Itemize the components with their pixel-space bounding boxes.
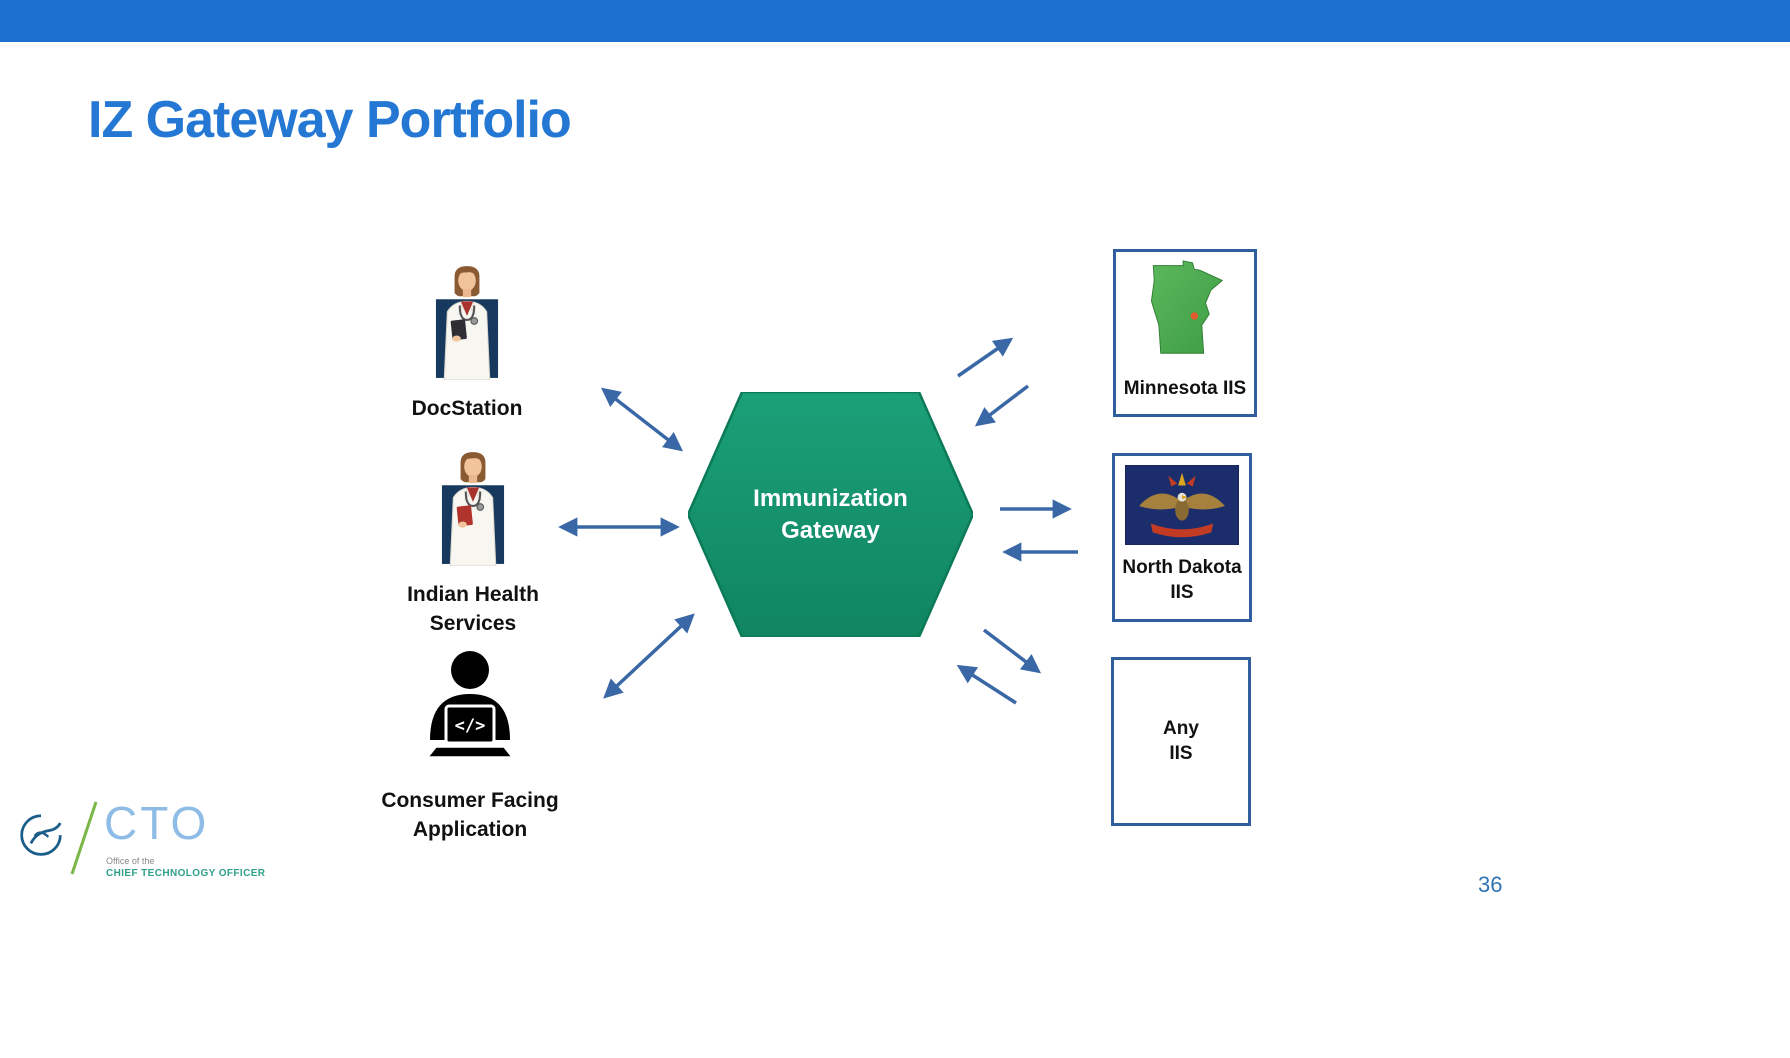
node-docstation: DocStation <box>392 262 542 424</box>
logo-slash-icon <box>68 800 98 881</box>
node-label: DocStation <box>411 397 523 420</box>
box-label: Minnesota IIS <box>1123 378 1247 400</box>
node-indian-health-services: Indian Health Services <box>380 448 566 639</box>
hexagon-shape <box>688 392 973 637</box>
cto-logo-text: CTO <box>104 797 210 849</box>
north-dakota-flag-icon <box>1124 464 1240 550</box>
female-doctor-icon <box>429 262 505 385</box>
top-accent-bar <box>0 0 1790 42</box>
node-label: Indian Health Services <box>407 583 539 635</box>
chief-technology-officer-label: CHIEF TECHNOLOGY OFFICER <box>106 868 266 879</box>
svg-text:</>: </> <box>455 716 486 736</box>
female-doctor-icon <box>435 448 511 571</box>
minnesota-iis-box: Minnesota IIS <box>1113 249 1257 417</box>
north-dakota-iis-box: North Dakota IIS <box>1112 453 1252 622</box>
any-iis-box: Any IIS <box>1111 657 1251 826</box>
hhs-logo-icon <box>18 812 64 865</box>
person-laptop-code-icon: </> <box>418 646 522 777</box>
box-label: North Dakota IIS <box>1122 557 1242 603</box>
hhs-cto-logo: CTO Office of the CHIEF TECHNOLOGY OFFIC… <box>18 798 298 890</box>
node-label: Consumer Facing Application <box>381 789 559 841</box>
office-of-the-label: Office of the <box>106 856 155 866</box>
immunization-gateway-hexagon: Immunization Gateway <box>688 392 973 637</box>
box-label: Any IIS <box>1163 717 1199 764</box>
gateway-label: Immunization Gateway <box>753 485 908 544</box>
slide-title: IZ Gateway Portfolio <box>88 91 572 149</box>
node-consumer-facing-application: </> Consumer Facing Application <box>368 646 572 845</box>
page-number: 36 <box>1478 872 1503 897</box>
minnesota-map-icon <box>1140 260 1230 362</box>
